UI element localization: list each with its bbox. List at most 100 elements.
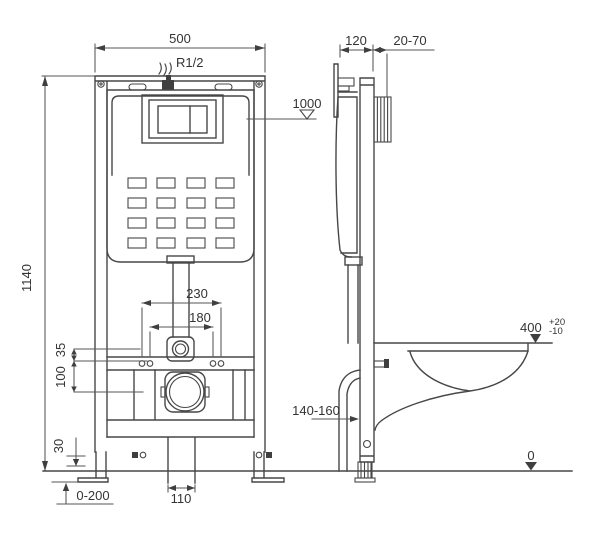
dim-outlet-height: 140-160: [292, 403, 359, 422]
cistern-bottom-collar: [344, 256, 363, 266]
label-bowl-height: 400: [520, 320, 542, 335]
rail-clamp-lower: [337, 85, 350, 92]
upright-hole: [362, 439, 372, 449]
frame-outer: [94, 75, 266, 453]
label-wall-clearance: 20-70: [393, 33, 426, 48]
arrowhead: [364, 47, 373, 53]
arrowhead: [187, 485, 195, 491]
dim-1140-lines: [41, 75, 96, 472]
dim-bracket-30: 30: [51, 437, 86, 467]
label-outlet-height: 140-160: [292, 403, 340, 418]
flush-pipe-body: [172, 262, 190, 338]
arrowhead: [72, 459, 80, 466]
foot-plate: [354, 477, 376, 483]
hatch-stripes: [376, 96, 389, 143]
anchor-hole-right: [255, 451, 263, 459]
dim-frame-height: 1140: [19, 75, 96, 472]
dim-foot-adjust: 0-200: [51, 481, 114, 505]
side-view: 120 20-70 140-160 400 +20 -10 0: [292, 33, 565, 483]
label-flush-plate-level: 1000: [293, 96, 322, 111]
corner-screw-left-center: [99, 82, 103, 86]
label-frame-width: 500: [169, 31, 191, 46]
outlet-pipe-inner: [168, 375, 202, 409]
toilet-bowl-profile: [373, 342, 553, 431]
dim-100-lines: [73, 360, 144, 393]
knockout: [215, 197, 235, 209]
soil-pipe-lines: [338, 369, 361, 472]
label-frame-depth: 120: [345, 33, 367, 48]
dim-20-70-lines: [372, 49, 435, 98]
fixing-hole: [138, 360, 146, 367]
anchor-bolt-left: [132, 452, 138, 458]
arrowhead: [95, 45, 105, 51]
arrowhead: [350, 416, 359, 422]
frame-foot-side: [354, 461, 376, 483]
dim-230-lines: [141, 302, 222, 358]
label-fixing-spacing-outer: 230: [186, 286, 208, 301]
knockout-grid: [127, 177, 235, 249]
frame-outline: [94, 75, 266, 453]
corner-screw-left: [97, 80, 105, 88]
water-inlet-marker: R1/2: [158, 55, 203, 90]
anchor-bolt-right: [266, 452, 272, 458]
arrowhead: [62, 483, 70, 491]
arrowhead: [71, 349, 77, 355]
level-mark-0: 0: [525, 448, 537, 471]
cistern-tank: [106, 89, 255, 263]
corner-screw-right-center: [257, 82, 261, 86]
flush-pipe: [166, 255, 195, 338]
dim-wall-clearance: 20-70: [372, 33, 435, 98]
level-mark-400: 400 +20 -10: [520, 317, 565, 343]
dim-180-lines: [149, 326, 214, 358]
dim-offset-100: 100: [53, 360, 144, 393]
outlet-tab-left: [160, 386, 166, 398]
knockout: [127, 217, 147, 229]
fixing-bolt-side: [373, 359, 389, 368]
arrowhead: [42, 461, 48, 471]
flush-plate-outer: [141, 94, 224, 144]
outlet-tab-right: [204, 386, 210, 398]
label-fixing-spacing-inner: 180: [189, 310, 211, 325]
label-outlet-offset: 100: [53, 366, 68, 388]
label-bracket-height: 30: [51, 439, 66, 453]
knockout: [215, 217, 235, 229]
arrowhead: [142, 300, 151, 306]
dim-offset-35: 35: [53, 343, 148, 362]
knockout: [215, 177, 235, 189]
inlet-fitting-outer: [171, 340, 190, 358]
inlet-fitting-inner: [174, 343, 187, 355]
outlet-flange: [164, 371, 206, 413]
knockout: [215, 237, 235, 249]
fixing-hole: [209, 360, 217, 367]
level-mark-1000: 1000: [246, 96, 322, 120]
dim-35-lines: [73, 348, 148, 362]
inlet-valve-stem: [166, 75, 171, 81]
dim-fixing-outer: 230: [141, 286, 222, 358]
arrowhead: [204, 324, 213, 330]
knockout: [186, 217, 206, 229]
level-triangle-open: [298, 109, 316, 120]
arrowhead: [150, 324, 159, 330]
arrowhead: [255, 45, 265, 51]
knockout: [156, 177, 176, 189]
arrowhead: [168, 485, 176, 491]
anchor-hole-left: [139, 451, 147, 459]
cistern-side-outline: [335, 91, 358, 258]
bolt-tip: [384, 359, 389, 368]
water-flow-squiggles: [158, 62, 172, 76]
flush-pipe-collar: [166, 255, 195, 264]
knockout: [186, 197, 206, 209]
arrowhead: [379, 47, 387, 53]
dim-outlet-width: 110: [167, 484, 196, 506]
flush-plate-inner: [148, 99, 217, 139]
knockout: [127, 237, 147, 249]
fixing-hole: [146, 360, 154, 367]
arrowhead: [212, 300, 221, 306]
corner-screw-right: [255, 80, 263, 88]
arrowhead: [71, 361, 77, 367]
arrowhead: [42, 76, 48, 86]
label-outlet-pipe-width: 110: [171, 491, 192, 506]
inlet-fitting-flange: [166, 336, 195, 362]
frame-lower: [77, 369, 285, 484]
